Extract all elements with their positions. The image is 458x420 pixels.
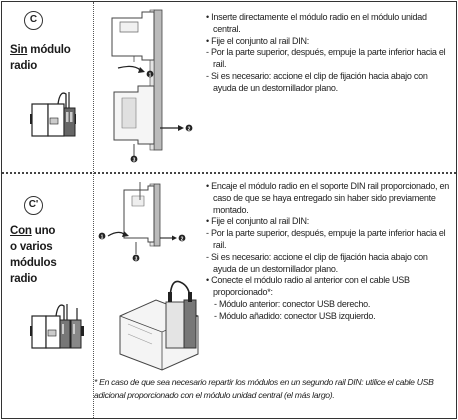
- section-c-drawing: 1 2 3: [111, 9, 193, 164]
- section-c-step-3: - Por la parte superior, después, empuje…: [206, 47, 446, 70]
- section-c-prime-step-3: - Por la parte superior, después, empuje…: [206, 228, 446, 250]
- callout-cp-1: 1: [101, 235, 104, 241]
- callout-cp-3: 3: [135, 257, 138, 263]
- callout-c-1: 1: [149, 73, 152, 79]
- section-c-step-2: • Fije el conjunto al rail DIN:: [206, 35, 309, 46]
- section-c-prime-step-6: - Módulo anterior: conector USB derecho.: [214, 298, 371, 309]
- section-c-title-line2: radio: [10, 60, 38, 72]
- section-c-badge: C: [24, 11, 43, 30]
- section-c-prime-step-2: • Fije el conjunto al rail DIN:: [206, 216, 309, 227]
- section-divider: [2, 172, 456, 174]
- section-c-prime-steps: • Encaje el módulo radio en el soporte D…: [206, 181, 450, 323]
- column-divider: [93, 2, 94, 418]
- section-c-step-4: - Si es necesario: accione el clip de fi…: [206, 70, 428, 93]
- section-c-prime-thumbnail: [30, 304, 84, 349]
- callout-cp-2: 2: [181, 237, 184, 243]
- section-c-prime-title-underlined: Con: [10, 225, 32, 237]
- section-c-title-rest: módulo: [27, 44, 71, 56]
- section-c-prime-badge: C': [24, 196, 43, 215]
- section-c-step-1: • Inserte directamente el módulo radio e…: [206, 12, 427, 34]
- section-c-title: Sin módulo radio: [10, 42, 71, 74]
- section-c-prime-title-rest: uno: [31, 225, 56, 237]
- section-c-steps: • Inserte directamente el módulo radio e…: [206, 12, 450, 95]
- callout-c-3: 3: [133, 158, 136, 164]
- section-c-prime-title: Con uno o varios módulos radio: [10, 223, 57, 287]
- section-c-prime-step-4: - Si es necesario: accione el clip de fi…: [206, 251, 428, 274]
- section-c-title-underlined: Sin: [10, 44, 28, 56]
- section-c-prime-title-line3: módulos: [10, 257, 57, 269]
- section-c-prime-title-line2: o varios: [10, 241, 53, 253]
- section-c-prime-step-5: • Conecte el módulo radio al anterior co…: [206, 275, 410, 298]
- callout-c-2: 2: [188, 127, 191, 133]
- section-c-prime-title-line4: radio: [10, 273, 38, 285]
- section-c-thumbnail: [30, 92, 76, 137]
- section-c-prime-step-7: - Módulo añadido: conector USB izquierdo…: [214, 310, 376, 321]
- section-c-prime-step-1: • Encaje el módulo radio en el soporte D…: [206, 181, 450, 215]
- footnote: * En caso de que sea necesario repartir …: [94, 377, 434, 400]
- section-c-prime-drawing: 1 2 3: [98, 182, 199, 371]
